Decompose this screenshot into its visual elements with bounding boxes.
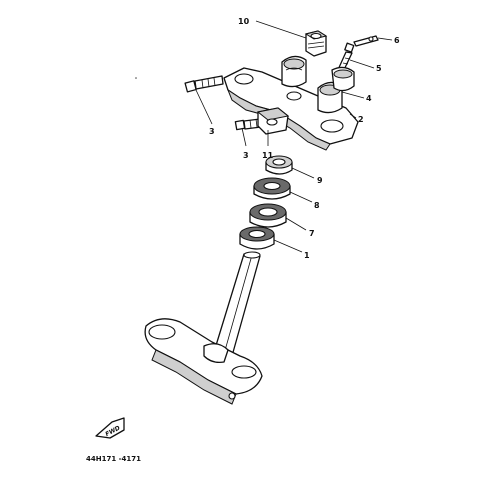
part-1-lower-bearing: [239, 226, 275, 250]
callout-11: 11: [262, 151, 274, 160]
callout-7: 7: [309, 229, 315, 238]
part-4-holder-cap: [317, 66, 355, 114]
under-bracket: [144, 318, 263, 405]
part-7-bearing: [249, 203, 287, 228]
leader-lines: [195, 20, 393, 253]
callout-3-upper: 3: [209, 127, 215, 136]
diagram-code: 44H171 -4171: [86, 455, 141, 463]
part-3-bolt-upper: [184, 75, 224, 93]
callout-1: 1: [304, 251, 310, 260]
part-11-clamp: [256, 107, 290, 135]
part-6-clip: [353, 35, 379, 47]
part-handlebar-holder-left: [281, 55, 307, 88]
part-8-bearing-cover: [253, 177, 291, 200]
part-10-stem-nut: [304, 30, 328, 57]
steering-stem-shaft: [213, 251, 261, 357]
callout-9: 9: [317, 176, 323, 185]
callout-8: 8: [314, 201, 320, 210]
speck: [135, 77, 137, 79]
fwd-arrow: FWD: [95, 417, 125, 439]
callout-2: 2: [358, 115, 364, 124]
callout-3-lower: 3: [243, 151, 249, 160]
callout-5: 5: [376, 64, 382, 73]
callout-6: 6: [394, 36, 400, 45]
part-9-ring-nut: [265, 155, 293, 175]
callout-4: 4: [366, 94, 372, 103]
callout-10: 10: [238, 17, 250, 26]
